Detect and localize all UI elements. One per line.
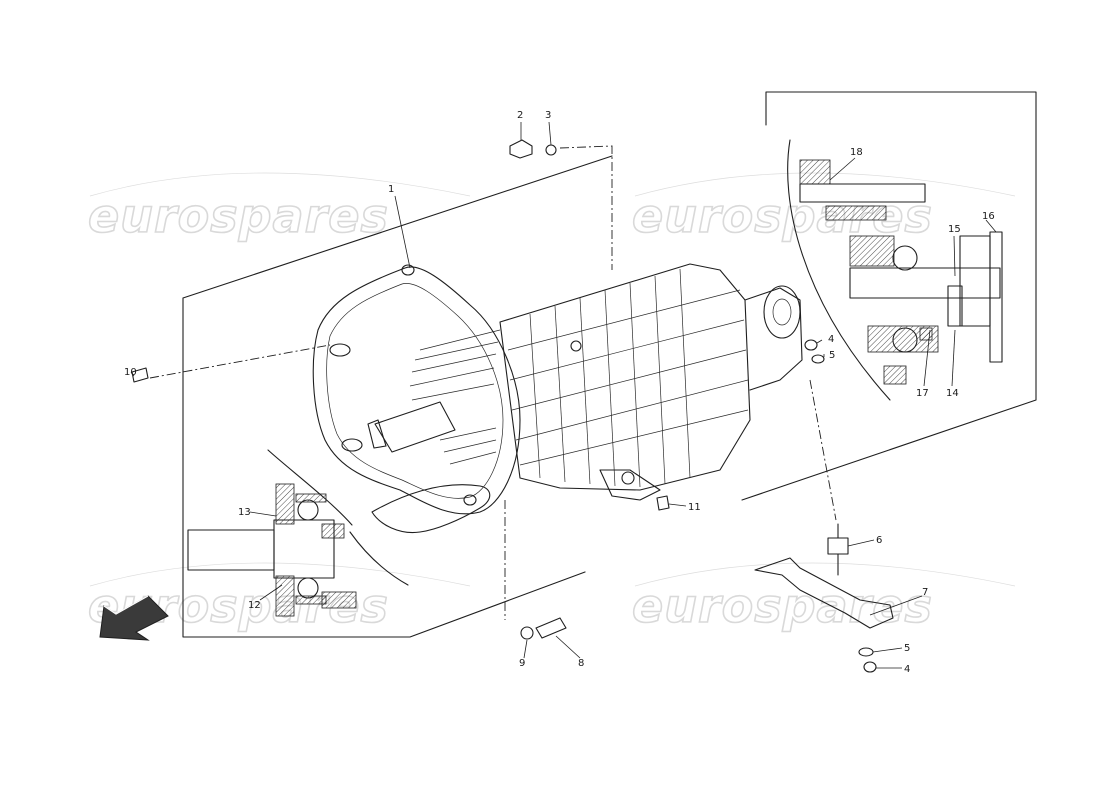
bearing-ball xyxy=(892,245,918,271)
watermark-text: eurospares xyxy=(88,189,389,243)
watermark-swoosh xyxy=(89,172,471,197)
bearing-ball xyxy=(297,499,319,521)
mounting-lug-hole xyxy=(621,471,635,485)
callout-3: 3 xyxy=(545,110,551,121)
inset-boundary xyxy=(787,139,891,401)
washer-part-5 xyxy=(811,354,825,364)
mounting-lug xyxy=(599,469,661,501)
shaft-section xyxy=(273,519,335,579)
output-flange-center xyxy=(772,298,792,326)
bolt-boss xyxy=(329,343,351,357)
watermark-text: eurospares xyxy=(632,579,933,633)
housing-section xyxy=(799,159,831,185)
callout-13: 13 xyxy=(238,507,251,518)
plug-part-11 xyxy=(656,495,670,511)
crossmember-part-7 xyxy=(754,557,894,629)
bearing-race xyxy=(295,493,327,503)
gearbox-housing xyxy=(312,263,803,534)
front-direction-arrow-icon xyxy=(99,595,169,641)
output-flange xyxy=(763,285,801,339)
callout-12: 12 xyxy=(248,600,261,611)
gearbox-main-case xyxy=(499,263,751,491)
bellhousing-outline xyxy=(312,266,521,515)
bearing-housing-section xyxy=(275,575,295,617)
callout-14: 14 xyxy=(946,388,959,399)
watermark-text: eurospares xyxy=(632,189,933,243)
rubber-mount-part-6 xyxy=(827,537,849,555)
watermark-swoosh xyxy=(634,562,1016,587)
housing-section xyxy=(849,235,895,267)
bolt-part-8 xyxy=(535,617,567,639)
inset-boundary xyxy=(349,531,409,586)
callout-10: 10 xyxy=(124,367,137,378)
input-shaft-tip xyxy=(367,419,387,449)
inset-input-bearing-section xyxy=(187,449,409,617)
bolt-boss xyxy=(341,438,363,452)
callout-7: 7 xyxy=(922,587,928,598)
spacer-section xyxy=(947,285,963,327)
callout-8: 8 xyxy=(578,658,584,669)
bellhousing-lower-flange xyxy=(371,484,491,534)
seal-section xyxy=(919,327,933,341)
watermark-swoosh xyxy=(89,562,471,587)
frame-outline-right xyxy=(741,91,1037,501)
cooling-fins xyxy=(409,329,501,465)
bearing-race xyxy=(295,595,327,605)
callout-18: 18 xyxy=(850,147,863,158)
callout-5: 5 xyxy=(904,643,910,654)
washer-part-9 xyxy=(520,626,534,640)
output-shaft-section xyxy=(849,267,1001,299)
bellhousing-inner-rim xyxy=(326,283,504,499)
washer-part-5 xyxy=(858,647,874,657)
frame-outline-left xyxy=(182,155,613,638)
assembly-lines xyxy=(149,145,837,620)
filler-plug xyxy=(570,340,582,352)
small-parts xyxy=(131,139,894,673)
case-section xyxy=(321,591,357,609)
housing-section xyxy=(883,365,907,385)
callout-5: 5 xyxy=(829,350,835,361)
nut-part-4 xyxy=(804,339,818,351)
nut-part-4 xyxy=(863,661,877,673)
callout-4: 4 xyxy=(904,664,910,675)
callout-2: 2 xyxy=(517,110,523,121)
leader-lines xyxy=(130,121,997,669)
case-section xyxy=(321,523,345,539)
callout-1: 1 xyxy=(388,184,394,195)
washer-part-3 xyxy=(545,144,557,156)
housing-section xyxy=(825,205,887,221)
callout-9: 9 xyxy=(519,658,525,669)
callout-11: 11 xyxy=(688,502,701,513)
assembly-line xyxy=(559,145,613,270)
callout-15: 15 xyxy=(948,224,961,235)
rear-extension xyxy=(744,287,803,391)
case-ribs xyxy=(507,268,749,488)
switch-part-2 xyxy=(509,139,533,159)
callout-17: 17 xyxy=(916,388,929,399)
callout-16: 16 xyxy=(982,211,995,222)
inset-output-bearing-section xyxy=(787,139,1003,401)
assembly-line xyxy=(149,344,331,379)
shaft-section xyxy=(799,183,926,203)
bearing-housing-section xyxy=(275,483,295,525)
callout-6: 6 xyxy=(876,535,882,546)
bolt-boss xyxy=(463,494,477,506)
callout-labels: 1 2 3 4 5 6 7 5 4 8 9 10 11 12 13 14 15 … xyxy=(124,110,995,675)
dowel-part-10 xyxy=(131,367,149,383)
arrow-highlight xyxy=(103,595,149,615)
inset-boundary xyxy=(267,449,353,526)
input-shaft xyxy=(374,401,456,453)
callout-4: 4 xyxy=(828,334,834,345)
assembly-line xyxy=(809,379,837,521)
output-flange-section xyxy=(959,235,991,327)
bolt-boss xyxy=(401,264,415,276)
